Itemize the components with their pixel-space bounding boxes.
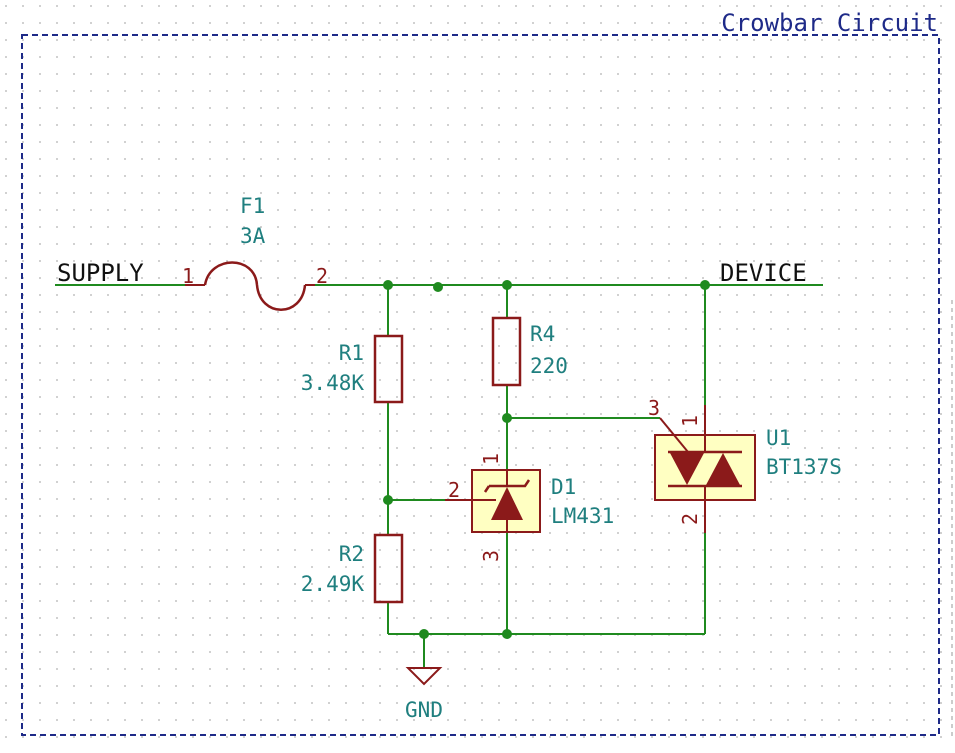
junction-dot — [433, 282, 443, 292]
fuse-f1-ref: F1 — [240, 194, 265, 218]
junction-dot — [383, 280, 393, 290]
fuse-f1: 1 2 F1 3A — [182, 194, 328, 311]
triac-u1-pin1-number: 1 — [678, 415, 702, 427]
regulator-d1-pin3-number: 3 — [479, 550, 503, 562]
junctions — [383, 280, 710, 639]
regulator-d1-cathode-bar — [483, 479, 531, 493]
regulator-d1-ref: D1 — [551, 475, 576, 499]
triac-u1-triangle-up — [706, 453, 740, 485]
regulator-d1-pin1-number: 1 — [479, 453, 503, 465]
junction-dot — [502, 413, 512, 423]
resistor-r1-body — [373, 334, 404, 404]
resistor-r1-ref: R1 — [339, 341, 364, 365]
sheet-title: Crowbar Circuit — [721, 9, 938, 37]
regulator-d1-value: LM431 — [551, 504, 614, 528]
triac-u1-value: BT137S — [766, 455, 842, 479]
junction-dot — [700, 280, 710, 290]
net-label-supply: SUPPLY — [57, 259, 144, 287]
ground-icon — [405, 667, 443, 686]
resistor-r4: R4 220 — [491, 316, 568, 387]
resistor-r2: R2 2.49K — [301, 533, 404, 604]
resistor-r4-value: 220 — [530, 354, 568, 378]
fuse-f1-body — [203, 261, 307, 311]
triac-u1: 3 1 2 U1 BT137S — [648, 396, 842, 533]
junction-dot — [383, 495, 393, 505]
triac-u1-pin3-number: 3 — [648, 396, 660, 420]
regulator-d1-triangle — [491, 487, 523, 520]
resistor-r1-value: 3.48K — [301, 371, 365, 395]
junction-dot — [502, 280, 512, 290]
fuse-f1-pin2-number: 2 — [316, 264, 328, 288]
resistor-r1: R1 3.48K — [301, 334, 404, 404]
resistor-r4-ref: R4 — [530, 322, 555, 346]
fuse-f1-pin1-number: 1 — [182, 264, 194, 288]
ground-label: GND — [405, 698, 443, 722]
ground-symbol: GND — [405, 667, 443, 722]
triac-u1-pin2-number: 2 — [678, 513, 702, 525]
triac-u1-ref: U1 — [766, 426, 791, 450]
resistor-r2-body — [373, 533, 404, 604]
wires — [55, 284, 823, 668]
fuse-f1-value: 3A — [240, 224, 266, 248]
sheet-border — [21, 34, 940, 736]
regulator-d1-pin2-number: 2 — [448, 478, 460, 502]
resistor-r4-body — [491, 316, 522, 387]
regulator-d1: 1 2 3 D1 LM431 — [445, 453, 614, 562]
triac-u1-triangle-down — [670, 453, 704, 485]
net-label-device: DEVICE — [720, 259, 807, 287]
triac-u1-gate-lead — [659, 417, 689, 453]
resistor-r2-ref: R2 — [339, 542, 364, 566]
resistor-r2-value: 2.49K — [301, 572, 365, 596]
junction-dot — [419, 629, 429, 639]
junction-dot — [502, 629, 512, 639]
